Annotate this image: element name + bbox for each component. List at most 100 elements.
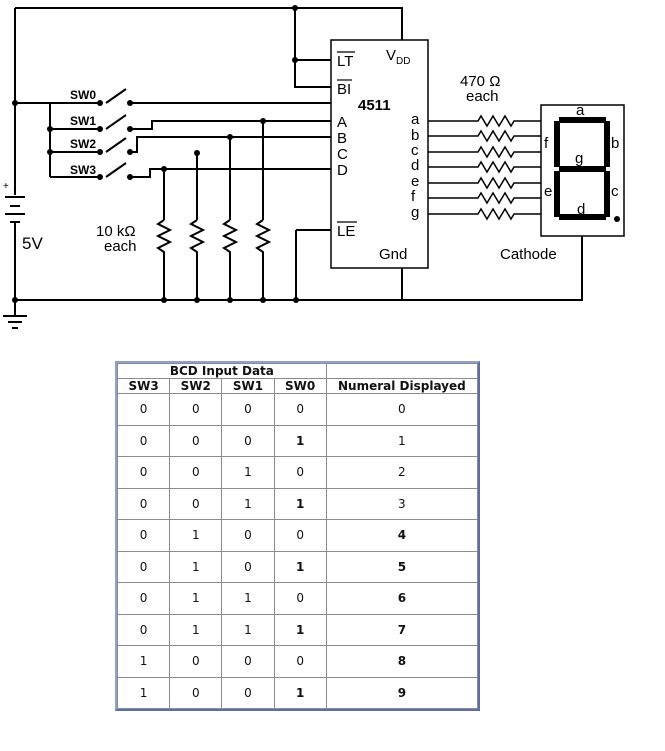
ic-output-a: a [411, 111, 420, 128]
pulldown-value-label: 10 kΩ [96, 223, 136, 240]
bcd-input-group-header: BCD Input Data [117, 363, 327, 379]
table-cell: 1 [273, 424, 327, 457]
sw3-label: SW3 [70, 163, 96, 177]
table-cell: 1 [221, 613, 275, 646]
switch-sw3: SW3 [50, 162, 331, 180]
ic-output-g: g [411, 204, 419, 221]
table-cell: 0 [169, 424, 223, 457]
table-cell: 0 [273, 582, 327, 615]
ic-le-label: LE [337, 223, 355, 240]
column-header: SW1 [221, 378, 275, 394]
column-header: SW2 [169, 378, 223, 394]
table-cell: 0 [221, 393, 275, 426]
table-cell: 0 [116, 519, 171, 552]
series-value-label: 470 Ω [460, 73, 500, 90]
schematic-4511-seven-segment: + 5V SW0 SW1 SW2 SW3 [3, 5, 625, 329]
table-cell: 0 [116, 487, 171, 520]
table-cell: 5 [325, 550, 479, 583]
ic-input-c: C [337, 146, 348, 163]
table-cell: 1 [273, 550, 327, 583]
table-cell: 0 [169, 456, 223, 489]
table-cell: 0 [116, 550, 171, 583]
table-cell: 1 [116, 645, 171, 678]
ic-output-e: e [411, 173, 419, 190]
segment-label-f: f [544, 135, 549, 152]
table-cell: 0 [221, 645, 275, 678]
table-cell: 0 [221, 676, 275, 709]
table-cell: 0 [273, 519, 327, 552]
table-cell: 0 [116, 582, 171, 615]
table-cell: 0 [273, 393, 327, 426]
table-cell: 0 [221, 424, 275, 457]
ic-vdd-label: VDD [386, 47, 410, 67]
table-cell: 1 [273, 676, 327, 709]
segment-label-d: d [577, 201, 585, 218]
table-cell: 1 [325, 424, 479, 457]
table-cell: 0 [169, 393, 223, 426]
column-header: SW0 [273, 378, 327, 394]
table-cell: 0 [273, 456, 327, 489]
table-cell: 7 [325, 613, 479, 646]
battery-5v: + 5V [3, 8, 43, 300]
ic-output-c: c [411, 142, 419, 159]
table-cell: 4 [325, 519, 479, 552]
table-cell: 0 [169, 676, 223, 709]
table-cell: 0 [116, 424, 171, 457]
sw2-label: SW2 [70, 137, 96, 151]
table-cell: 1 [221, 487, 275, 520]
table-cell: 3 [325, 487, 479, 520]
display-cathode-label: Cathode [500, 246, 557, 263]
table-cell: 1 [273, 487, 327, 520]
ic-output-d: d [411, 157, 419, 174]
segment-label-b: b [611, 135, 619, 152]
battery-plus-label: + [3, 181, 9, 192]
bcd-truth-table: BCD Input Data SW3 SW2 SW1 SW0 Numeral D… [116, 363, 479, 709]
series-each-label: each [466, 88, 499, 105]
ic-output-f: f [411, 188, 416, 205]
table-cell: 0 [116, 456, 171, 489]
table-header-row: SW3 SW2 SW1 SW0 Numeral Displayed [116, 378, 479, 394]
table-cell: 0 [116, 393, 171, 426]
segment-label-e: e [544, 183, 552, 200]
ground-rail [3, 200, 583, 329]
pulldown-each-label: each [104, 238, 137, 255]
segment-label-a: a [576, 102, 585, 119]
table-cell: 8 [325, 645, 479, 678]
pulldown-resistors: 10 kΩ each [96, 118, 272, 300]
switch-sw1: SW1 [50, 114, 331, 132]
table-cell: 0 [221, 519, 275, 552]
table-group-header-row: BCD Input Data [117, 363, 479, 379]
switch-bus [15, 102, 53, 177]
ic-4511: VDD LT BI 4511 A B C D LE Gnd a b c d e … [330, 39, 429, 269]
table-cell: 1 [221, 582, 275, 615]
table-cell: 0 [169, 645, 223, 678]
table-cell: 1 [169, 550, 223, 583]
top-rail [15, 5, 403, 88]
sw0-label: SW0 [70, 88, 96, 102]
column-header: SW3 [116, 378, 171, 394]
bcd-truth-table-frame: BCD Input Data SW3 SW2 SW1 SW0 Numeral D… [115, 361, 480, 711]
ic-lt-label: LT [337, 53, 353, 70]
battery-voltage-label: 5V [22, 234, 43, 253]
table-cell: 0 [221, 550, 275, 583]
table-cell: 0 [325, 393, 479, 426]
ic-output-b: b [411, 127, 419, 144]
table-cell: 1 [116, 676, 171, 709]
table-cell: 1 [221, 456, 275, 489]
table-cell: 6 [325, 582, 479, 615]
table-cell: 1 [169, 582, 223, 615]
table-cell: 1 [273, 613, 327, 646]
series-resistors: 470 Ω each [428, 73, 545, 221]
ic-input-b: B [337, 130, 347, 147]
table-cell: 2 [325, 456, 479, 489]
